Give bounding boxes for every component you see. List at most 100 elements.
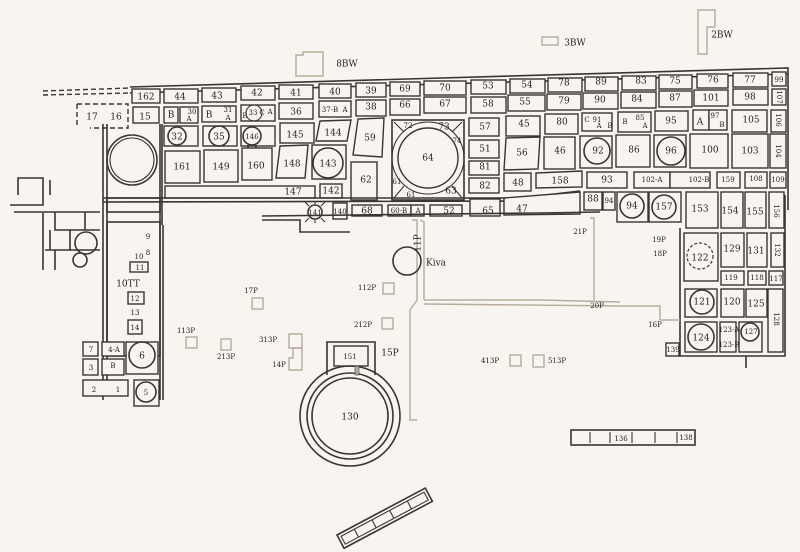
room-44[interactable] [163,88,199,104]
kiva-94[interactable] [619,193,645,219]
room-103[interactable] [731,133,769,169]
room-148[interactable] [275,144,309,179]
kiva-5[interactable] [135,381,157,403]
room-131[interactable] [746,232,768,268]
room-83[interactable] [621,75,657,91]
room-11[interactable] [129,261,149,273]
feature-113p[interactable] [185,336,198,349]
room-127-block[interactable] [738,321,763,353]
room-32[interactable] [163,125,199,147]
room-155[interactable] [744,191,767,229]
room-47[interactable] [503,191,581,216]
room-53[interactable] [470,79,507,95]
room-80[interactable] [544,113,579,135]
room-97[interactable] [708,109,728,131]
room-145[interactable] [279,122,315,144]
room-65[interactable] [469,198,501,217]
room-69[interactable] [389,81,421,97]
room-75[interactable] [658,74,693,90]
room-68[interactable] [351,204,383,217]
room-36[interactable] [278,102,314,120]
feature-513p[interactable] [532,354,545,368]
room-77[interactable] [732,72,769,88]
room-60a[interactable] [410,204,425,217]
room-98[interactable] [732,88,769,106]
kiva-157[interactable] [651,194,677,220]
room-46[interactable] [543,136,576,170]
room-146-block[interactable] [240,125,276,147]
room-15[interactable] [132,106,160,124]
room-139[interactable] [665,342,680,357]
room-108[interactable] [744,171,768,189]
room-100[interactable] [689,133,729,169]
structure-2bw[interactable] [697,9,716,55]
room-51[interactable] [468,139,500,159]
room-122[interactable] [683,232,719,282]
room-39[interactable] [355,82,387,98]
room-85[interactable] [617,111,652,133]
room-37[interactable] [318,100,352,118]
room-40[interactable] [318,83,352,99]
room-128[interactable] [767,288,784,353]
kiva-33[interactable] [245,104,263,122]
kiva-121[interactable] [689,289,715,315]
feature-14p[interactable] [288,347,303,371]
room-4b[interactable] [101,358,125,376]
feature-213p[interactable] [220,338,232,351]
kiva-64[interactable] [397,127,459,189]
room-87[interactable] [658,90,693,108]
room-43[interactable] [201,87,237,103]
room-81[interactable] [468,160,500,176]
room-102b[interactable] [669,171,711,189]
room-93[interactable] [586,171,628,189]
room-86[interactable] [615,134,651,168]
room-132[interactable] [770,232,785,268]
room-12[interactable] [127,291,145,305]
kiva-124[interactable] [687,323,715,351]
feature-413p[interactable] [509,354,522,367]
room-66[interactable] [389,98,421,116]
room-158[interactable] [535,170,583,189]
room-84[interactable] [620,91,657,109]
room-42[interactable] [240,85,276,101]
room-82[interactable] [468,177,500,194]
room-56[interactable] [503,136,541,171]
room-7[interactable] [82,341,99,357]
room-79[interactable] [546,93,582,111]
room-31[interactable] [201,105,237,123]
room-70[interactable] [423,80,467,96]
room-101[interactable] [693,89,729,107]
kiva-6[interactable] [128,341,156,369]
feature-313p[interactable] [288,333,303,349]
room-107[interactable] [771,88,787,106]
feature-112p[interactable] [382,282,395,295]
kiva-35[interactable] [208,125,230,147]
room-124-block[interactable] [684,321,718,353]
room-119[interactable] [720,270,745,286]
room-94-small[interactable] [602,191,616,211]
room-row-136[interactable] [570,429,696,446]
diagonal-rooms[interactable] [335,486,434,550]
room-30[interactable] [179,106,199,124]
room-89[interactable] [584,76,619,92]
room-160[interactable] [241,147,273,181]
room-14[interactable] [127,319,143,335]
room-58[interactable] [470,96,507,114]
room-33[interactable] [240,104,276,122]
room-45[interactable] [505,115,541,137]
kiva-32[interactable] [167,126,187,146]
kiva-92[interactable] [583,137,611,165]
room-117[interactable] [768,270,784,286]
room-54[interactable] [509,78,546,94]
room-109[interactable] [769,171,787,189]
kiva-122[interactable] [686,242,714,270]
room-120[interactable] [720,288,745,318]
room-129[interactable] [720,232,745,268]
room-118[interactable] [747,270,767,286]
kiva-127[interactable] [740,322,760,342]
room-91[interactable] [581,112,613,132]
west-kiva-large[interactable] [106,134,158,186]
kiva-130-outer[interactable] [299,365,401,467]
room-90[interactable] [582,92,619,110]
room-55[interactable] [507,94,546,112]
